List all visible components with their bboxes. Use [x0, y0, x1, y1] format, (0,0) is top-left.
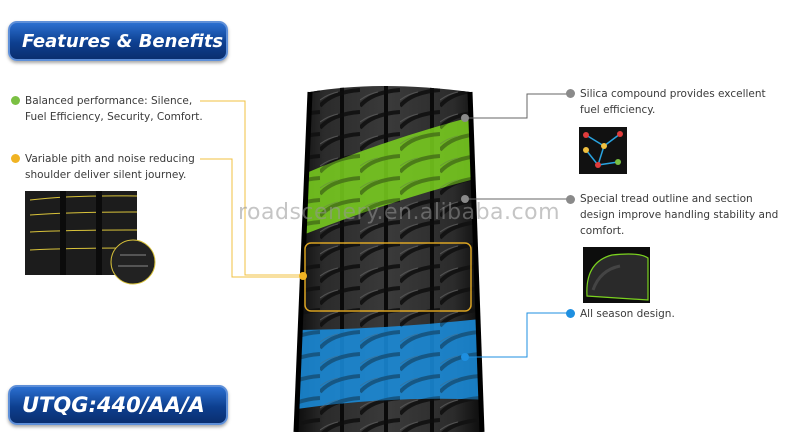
feature-all-season: All season design. — [580, 308, 675, 320]
silica-bullet — [566, 89, 575, 98]
feature-variable-pitch: Variable pith and noise reducing shoulde… — [25, 153, 195, 181]
tread-outline-bullet — [566, 195, 575, 204]
features-benefits-badge: Features & Benefits — [8, 21, 228, 61]
tread-section-image — [583, 247, 650, 303]
balanced-bullet — [11, 96, 20, 105]
connector-season — [466, 312, 570, 358]
feature-silica-compound: Silica compound provides excellent fuel … — [580, 88, 766, 116]
silica-compound-image — [579, 127, 627, 174]
connector-variable — [200, 158, 305, 278]
feature-balanced-performance: Balanced performance: Silence, Fuel Effi… — [25, 95, 203, 123]
utqg-badge: UTQG:440/AA/A — [8, 385, 228, 425]
utqg-text: UTQG:440/AA/A — [22, 393, 205, 417]
tread-detail-image — [25, 191, 156, 285]
connector-balanced — [200, 100, 305, 276]
connector-silica — [466, 93, 570, 119]
header-title: Features & Benefits — [22, 30, 224, 52]
watermark-text: roadscenery.en.alibaba.com — [238, 200, 561, 225]
all-season-bullet — [566, 309, 575, 318]
variable-pitch-bullet — [11, 154, 20, 163]
feature-tread-outline: Special tread outline and section design… — [580, 193, 779, 237]
